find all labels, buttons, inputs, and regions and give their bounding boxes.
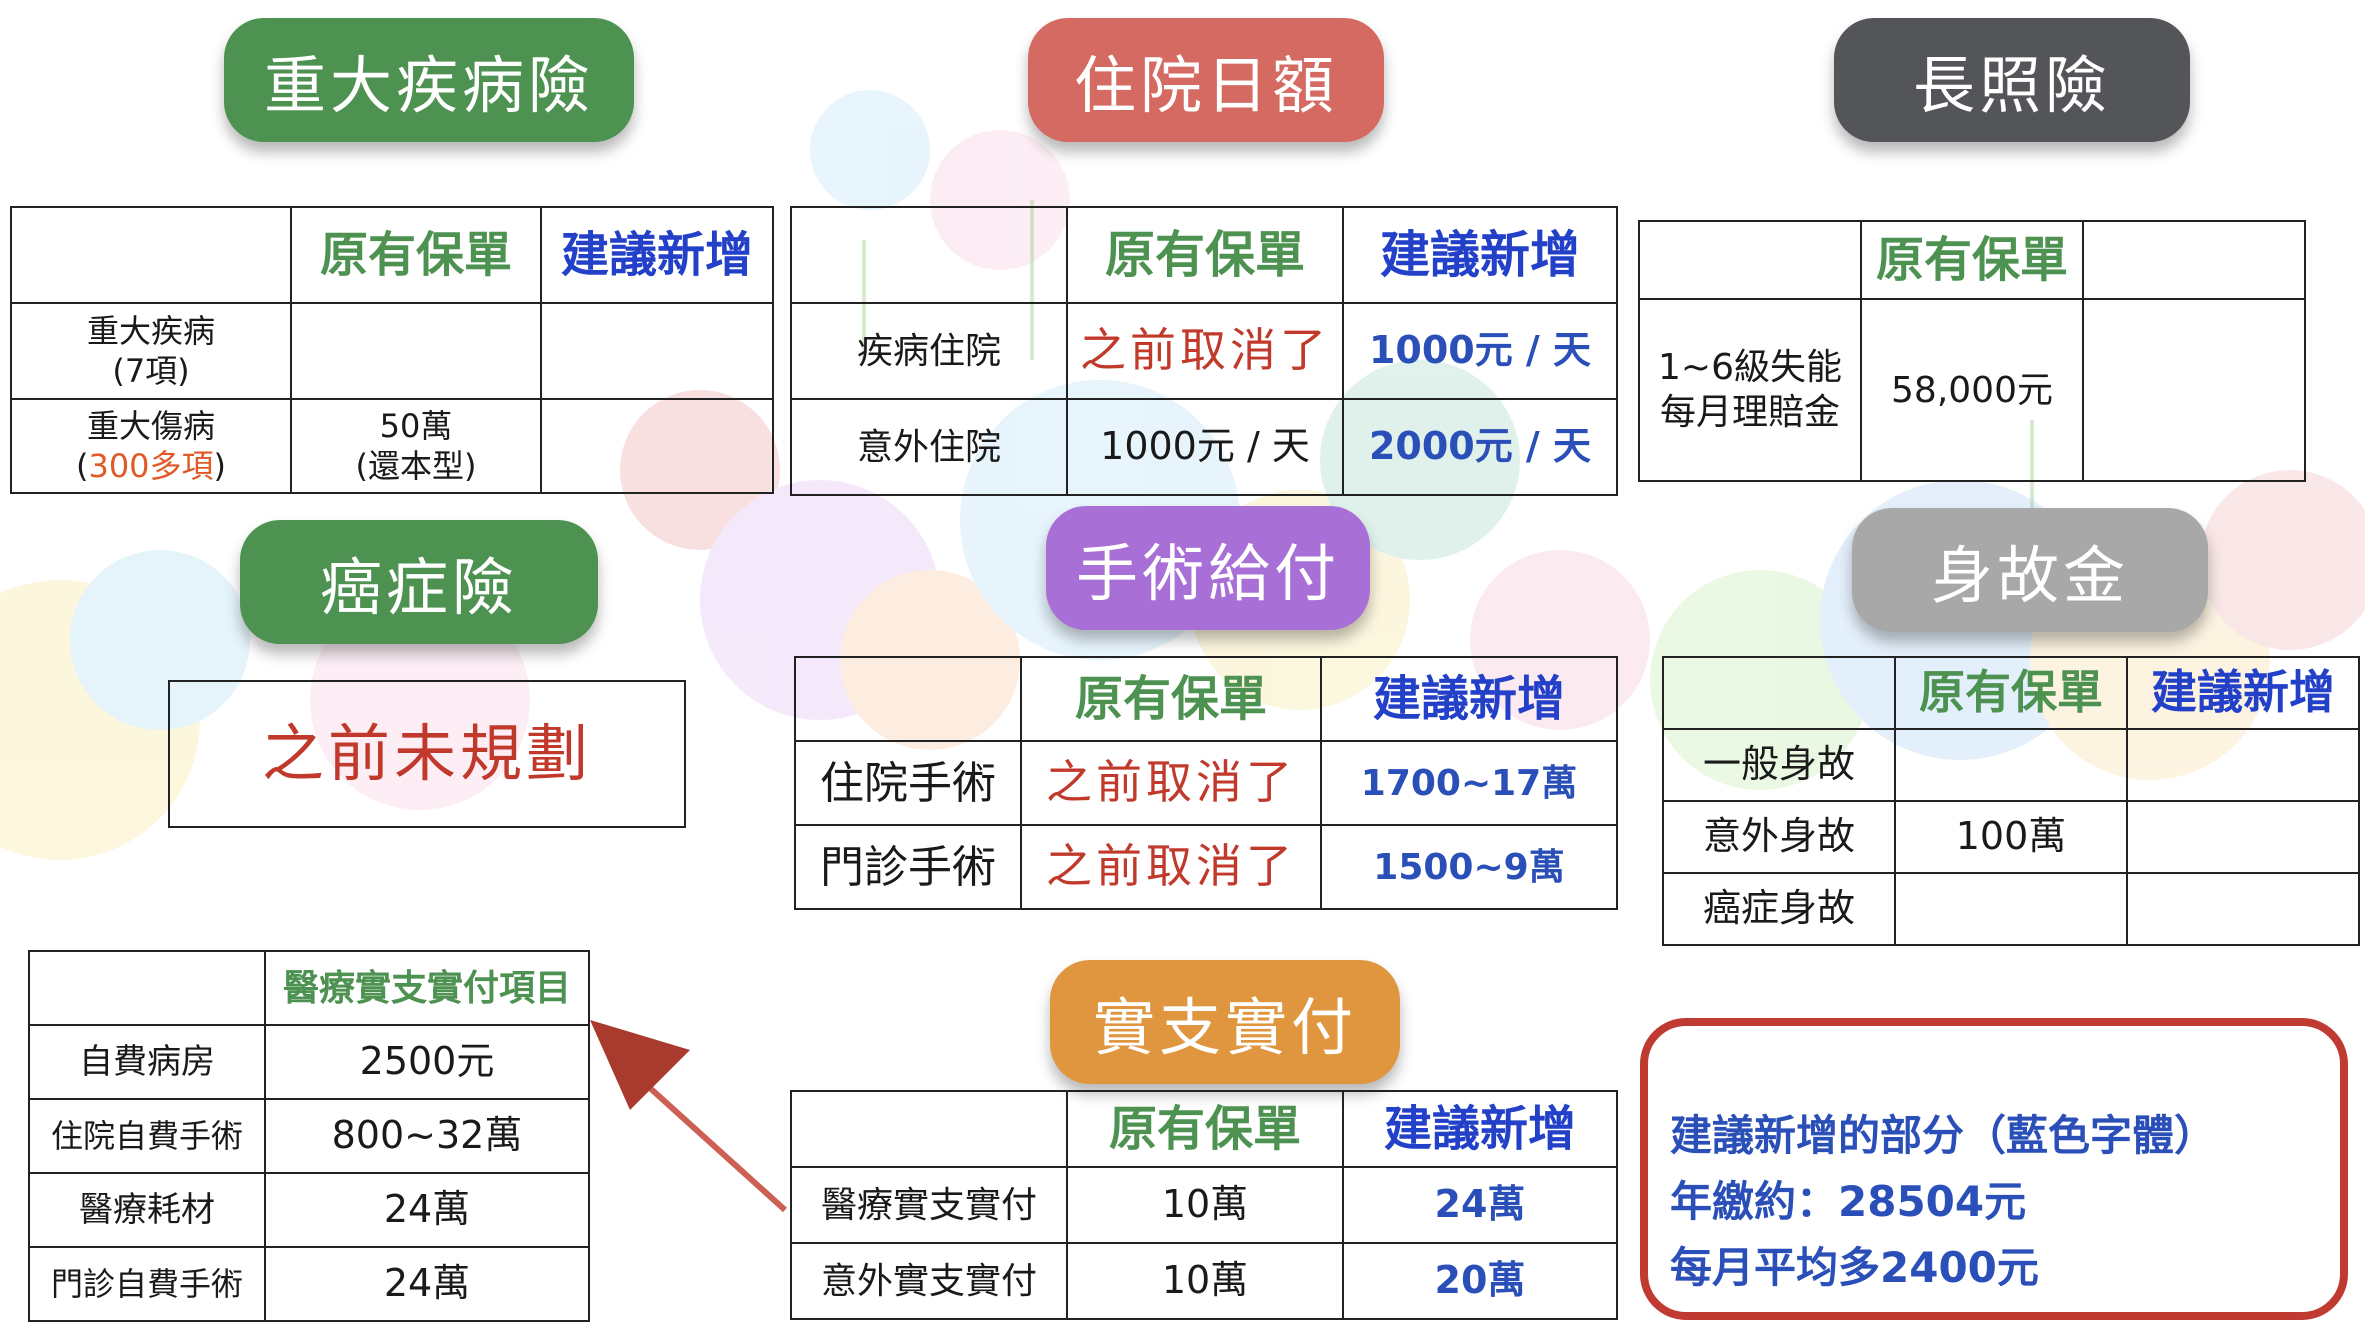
items-header: 醫療實支實付項目 bbox=[264, 950, 590, 1026]
col-suggested: 建議新增 bbox=[2126, 656, 2360, 730]
item-label: 住院自費手術 bbox=[28, 1098, 266, 1174]
suggested-cell bbox=[2126, 800, 2360, 874]
corner-cell bbox=[1638, 220, 1862, 300]
corner-cell bbox=[1662, 656, 1896, 730]
long-term-care-header: 長照險 bbox=[1834, 18, 2190, 142]
row-label: 重大傷病(300多項) bbox=[10, 398, 292, 494]
existing-cell: 10萬 bbox=[1066, 1242, 1344, 1320]
corner-cell bbox=[790, 206, 1068, 304]
corner-cell bbox=[10, 206, 292, 304]
surgery-header: 手術給付 bbox=[1046, 506, 1370, 630]
item-value: 24萬 bbox=[264, 1246, 590, 1322]
col-existing: 原有保單 bbox=[1066, 1090, 1344, 1168]
row-label: 意外住院 bbox=[790, 398, 1068, 496]
existing-cell: 10萬 bbox=[1066, 1166, 1344, 1244]
row-label: 癌症身故 bbox=[1662, 872, 1896, 946]
existing-cell: 之前取消了 bbox=[1066, 302, 1344, 400]
col-existing: 原有保單 bbox=[1066, 206, 1344, 304]
col-existing: 原有保單 bbox=[1860, 220, 2084, 300]
suggested-cell: 2000元 / 天 bbox=[1342, 398, 1618, 496]
suggested-cell: 1500~9萬 bbox=[1320, 824, 1618, 910]
existing-cell bbox=[290, 302, 542, 400]
suggested-cell: 20萬 bbox=[1342, 1242, 1618, 1320]
corner-cell bbox=[28, 950, 266, 1026]
surgery-table: 原有保單 建議新增 住院手術 之前取消了 1700~17萬 門診手術 之前取消了… bbox=[794, 656, 1618, 910]
cancer-header: 癌症險 bbox=[240, 520, 598, 644]
existing-cell: 100萬 bbox=[1894, 800, 2128, 874]
reimbursement-table: 原有保單 建議新增 醫療實支實付 10萬 24萬 意外實支實付 10萬 20萬 bbox=[790, 1090, 1618, 1320]
col-suggested: 建議新增 bbox=[540, 206, 774, 304]
highlight-count: 300多項 bbox=[88, 447, 214, 485]
item-label: 門診自費手術 bbox=[28, 1246, 266, 1322]
col-suggested: 建議新增 bbox=[1320, 656, 1618, 742]
suggested-cell: 1700~17萬 bbox=[1320, 740, 1618, 826]
suggested-cell bbox=[540, 302, 774, 400]
critical-illness-header: 重大疾病險 bbox=[224, 18, 634, 142]
existing-cell bbox=[1894, 728, 2128, 802]
summary-line-2: 年繳約：28504元 bbox=[1670, 1177, 2027, 1226]
summary-line-1: 建議新增的部分（藍色字體） bbox=[1670, 1111, 2217, 1160]
row-label: 1~6級失能每月理賠金 bbox=[1638, 298, 1862, 482]
suggested-cell: 24萬 bbox=[1342, 1166, 1618, 1244]
existing-cell: 之前取消了 bbox=[1020, 824, 1322, 910]
corner-cell bbox=[794, 656, 1022, 742]
empty-cell bbox=[2082, 298, 2306, 482]
critical-illness-table: 原有保單 建議新增 重大疾病(7項) 重大傷病(300多項) 50萬(還本型) bbox=[10, 206, 774, 494]
medical-reimbursement-header: 實支實付 bbox=[1050, 960, 1400, 1084]
existing-cell: 50萬(還本型) bbox=[290, 398, 542, 494]
suggested-cell bbox=[540, 398, 774, 494]
suggested-cell: 1000元 / 天 bbox=[1342, 302, 1618, 400]
cancer-status: 之前未規劃 bbox=[168, 680, 686, 828]
row-label: 意外實支實付 bbox=[790, 1242, 1068, 1320]
item-value: 24萬 bbox=[264, 1172, 590, 1248]
existing-cell: 之前取消了 bbox=[1020, 740, 1322, 826]
arrow-icon bbox=[590, 1020, 788, 1213]
row-label: 疾病住院 bbox=[790, 302, 1068, 400]
row-label: 意外身故 bbox=[1662, 800, 1896, 874]
existing-cell: 58,000元 bbox=[1860, 298, 2084, 482]
row-label: 門診手術 bbox=[794, 824, 1022, 910]
existing-cell: 1000元 / 天 bbox=[1066, 398, 1344, 496]
summary-line-3: 每月平均多2400元 bbox=[1670, 1243, 2039, 1292]
corner-cell bbox=[790, 1090, 1068, 1168]
row-label: 一般身故 bbox=[1662, 728, 1896, 802]
suggested-cell bbox=[2126, 728, 2360, 802]
item-label: 自費病房 bbox=[28, 1024, 266, 1100]
empty-header-cell bbox=[2082, 220, 2306, 300]
long-term-care-table: 原有保單 1~6級失能每月理賠金 58,000元 bbox=[1638, 220, 2306, 482]
death-benefit-table: 原有保單 建議新增 一般身故 意外身故 100萬 癌症身故 bbox=[1662, 656, 2360, 946]
existing-cell bbox=[1894, 872, 2128, 946]
item-value: 2500元 bbox=[264, 1024, 590, 1100]
cancer-box: 之前未規劃 bbox=[168, 680, 686, 828]
medical-items-table: 醫療實支實付項目 自費病房 2500元 住院自費手術 800~32萬 醫療耗材 … bbox=[28, 950, 590, 1322]
col-existing: 原有保單 bbox=[290, 206, 542, 304]
row-label: 住院手術 bbox=[794, 740, 1022, 826]
col-existing: 原有保單 bbox=[1020, 656, 1322, 742]
col-suggested: 建議新增 bbox=[1342, 206, 1618, 304]
col-suggested: 建議新增 bbox=[1342, 1090, 1618, 1168]
col-existing: 原有保單 bbox=[1894, 656, 2128, 730]
item-label: 醫療耗材 bbox=[28, 1172, 266, 1248]
hospital-daily-table: 原有保單 建議新增 疾病住院 之前取消了 1000元 / 天 意外住院 1000… bbox=[790, 206, 1618, 496]
row-label: 醫療實支實付 bbox=[790, 1166, 1068, 1244]
item-value: 800~32萬 bbox=[264, 1098, 590, 1174]
death-benefit-header: 身故金 bbox=[1852, 508, 2208, 632]
summary-note: 建議新增的部分（藍色字體） 年繳約：28504元 每月平均多2400元 bbox=[1640, 1018, 2348, 1320]
suggested-cell bbox=[2126, 872, 2360, 946]
row-label: 重大疾病(7項) bbox=[10, 302, 292, 400]
hospital-daily-header: 住院日額 bbox=[1028, 18, 1384, 142]
